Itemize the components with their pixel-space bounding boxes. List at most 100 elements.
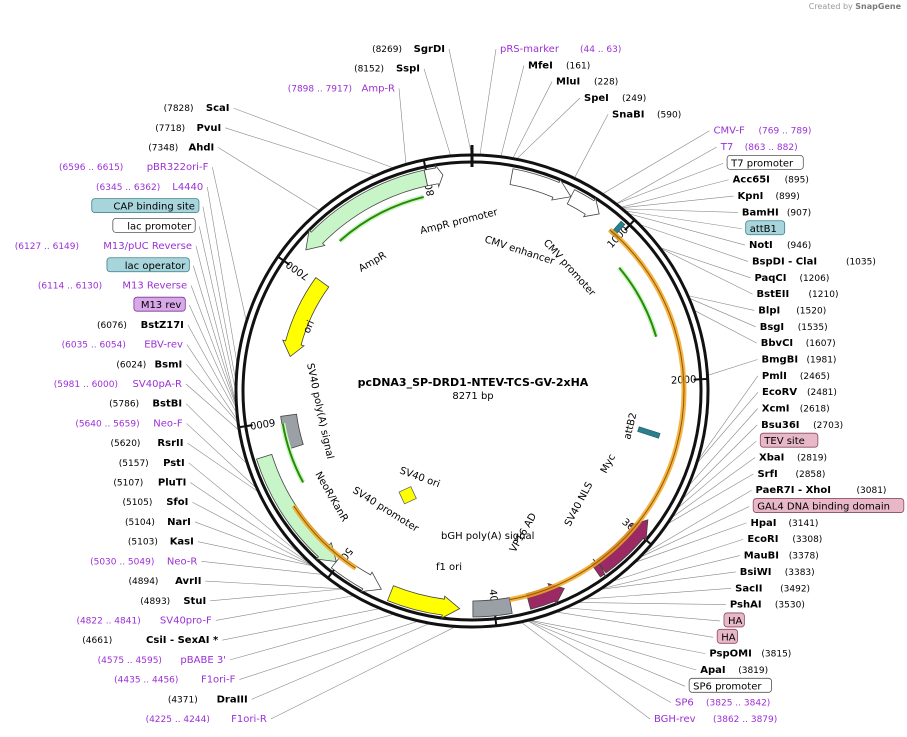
site-pos-bstbi-18: (5786)	[109, 400, 139, 410]
site-name-mfei-1: MfeI	[528, 60, 553, 71]
leader-sacii-33	[582, 587, 732, 600]
label-ampr: AmpR	[357, 250, 388, 274]
site-label-right-paer7i-xhoi-27: PaeR7I - XhoI(3081)	[756, 485, 887, 496]
label-sv40-ori: SV40 ori	[398, 465, 441, 490]
site-pos-rsrii-20: (5620)	[111, 439, 141, 449]
site-name-attb1-11: attB1	[750, 224, 777, 235]
site-name-mlui-2: MluI	[556, 77, 580, 88]
site-name-hpai-29: HpaI	[751, 518, 777, 529]
site-label-right-noti-12: NotI(946)	[749, 240, 811, 251]
site-label-right-kpni-9: KpnI(899)	[738, 191, 800, 202]
tick-2000	[693, 377, 708, 381]
site-label-left-m13-reverse-12: M13 Reverse(6114 .. 6130)	[38, 280, 187, 291]
site-name-ha-36: HA	[721, 632, 736, 643]
site-name-snabi-4: SnaBI	[612, 109, 644, 120]
site-label-right-ha-36: HA	[716, 628, 738, 644]
site-label-left-kasi-25: KasI(5103)	[128, 537, 194, 548]
site-pos-pvui-4: (7718)	[155, 124, 185, 134]
site-label-right-tev-site-24: TEV site	[759, 432, 819, 448]
site-label-right-snabi-4: SnaBI(590)	[612, 109, 681, 120]
site-name-bspdi-clai-13: BspDI - ClaI	[752, 256, 817, 267]
site-label-right-pspomi-37: PspOMI(3815)	[709, 649, 791, 660]
leader-mfei-1	[500, 65, 525, 157]
site-name-t7-6: T7	[720, 142, 733, 153]
site-name-bbvci-18: BbvCI	[761, 338, 793, 349]
feature-attb2	[637, 426, 661, 439]
site-name-bsmi-16: BsmI	[155, 359, 183, 370]
credit-prefix: Created by	[808, 2, 853, 11]
site-pos-kasi-25: (5103)	[128, 538, 158, 548]
leader-sv40pro-f-29	[215, 595, 355, 621]
feature-ampr	[305, 169, 428, 251]
leader-kasi-25	[197, 541, 314, 567]
site-label-right-mlui-2: MluI(228)	[556, 77, 618, 88]
site-label-right-t7-promoter-7: T7 promoter	[726, 154, 804, 170]
site-label-left-bstbi-18: BstBI(5786)	[109, 399, 182, 410]
leader-stui-28	[210, 588, 344, 602]
site-pos-apai-38: (3819)	[738, 666, 768, 676]
leader-pspomi-37	[528, 619, 706, 654]
site-box-ha-35	[723, 612, 745, 628]
leader-pmli-20	[697, 375, 759, 462]
site-pos-bstz17i-14: (6076)	[97, 321, 127, 331]
leader-lac-promoter-9	[198, 226, 237, 392]
leader-apai-38	[528, 619, 697, 671]
feature-ori	[282, 277, 330, 358]
label-myc: Myc	[599, 453, 618, 476]
leader-bamhi-10	[622, 208, 738, 213]
site-pos-neo-r-26: (5030 .. 5049)	[90, 557, 154, 567]
leader-sp6-40	[527, 620, 672, 703]
orange-arc-neo-line	[293, 505, 356, 569]
leader-amp-r-2	[398, 88, 407, 165]
site-pos-pbabe-3-31: (4575 .. 4595)	[98, 656, 162, 666]
site-name-xbai-25: XbaI	[759, 453, 784, 464]
site-name-sv40pa-r-17: SV40pA-R	[133, 379, 182, 390]
site-box-tev-site-24	[759, 432, 819, 448]
site-label-right-sp6-40: SP6(3825 .. 3842)	[675, 698, 770, 709]
leader-f1ori-r-34	[270, 626, 457, 720]
label-cmv-promoter: CMV promoter	[541, 238, 598, 300]
feature-sv40-ori	[398, 486, 417, 505]
site-label-left-lac-promoter-9: lac promoter	[112, 217, 196, 233]
site-pos-bsu36i-23: (2703)	[813, 421, 843, 431]
feature-f1-ori	[386, 585, 461, 619]
credit: Created by SnapGene	[809, 2, 901, 11]
label-f1-ori: f1 ori	[436, 562, 462, 573]
site-name-ha-35: HA	[728, 616, 743, 627]
leader-bsgi-17	[688, 297, 756, 328]
leader-lines	[185, 48, 759, 720]
site-name-srfi-26: SrfI	[757, 469, 777, 480]
site-pos-paqci-14: (1206)	[799, 274, 829, 284]
leader-paqci-14	[659, 247, 751, 279]
site-pos-sp6-40: (3825 .. 3842)	[706, 699, 770, 709]
site-label-right-bamhi-10: BamHI(907)	[742, 207, 811, 218]
leader-spei-3	[516, 97, 581, 160]
site-pos-ebv-rev-15: (6035 .. 6054)	[62, 341, 126, 351]
feature-cmv-promoter	[566, 189, 600, 218]
plasmid-length: 8271 bp	[452, 391, 493, 402]
leader-draiii-33	[251, 622, 431, 700]
site-name-bstz17i-14: BstZ17I	[141, 320, 184, 331]
site-pos-neo-f-19: (5640 .. 5659)	[75, 419, 139, 429]
site-box-ha-36	[716, 628, 738, 644]
site-pos-sspi-1: (8152)	[354, 65, 384, 75]
site-name-scai-3: ScaI	[206, 103, 230, 114]
site-pos-spei-3: (249)	[622, 94, 646, 104]
leader-ha-36	[555, 611, 714, 638]
leader-prs-marker-0	[479, 48, 497, 156]
leader-hpai-29	[633, 522, 747, 564]
site-pos-bsmi-16: (6024)	[116, 360, 146, 370]
site-pos-bgh-rev-41: (3862 .. 3879)	[713, 715, 777, 725]
site-label-right-paqci-14: PaqCI(1206)	[754, 273, 829, 284]
tick-6000	[238, 424, 253, 429]
site-name-sv40pro-f-29: SV40pro-F	[160, 615, 212, 626]
tick-label-6000: 6000	[249, 416, 276, 431]
site-name-blpi-16: BlpI	[758, 305, 780, 316]
site-name-pmli-20: PmlI	[762, 371, 787, 382]
leader-bsmi-16	[186, 364, 239, 424]
leader-tev-site-24	[675, 440, 757, 510]
site-name-xcmi-22: XcmI	[762, 404, 790, 415]
leader-m13-puc-reverse-10	[195, 245, 237, 405]
site-pos-paer7i-xhoi-27: (3081)	[857, 486, 887, 496]
site-label-right-pmli-20: PmlI(2465)	[762, 371, 830, 382]
